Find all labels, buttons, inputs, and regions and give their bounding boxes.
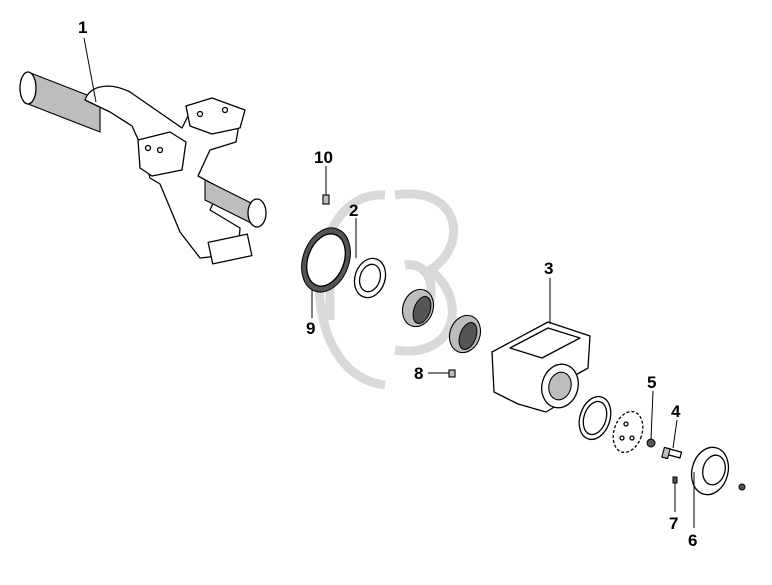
gear-pair: [401, 288, 482, 354]
part-10-grease-nipple: [322, 194, 330, 205]
leader-lines: [83, 37, 695, 528]
part-8-plug: [448, 369, 456, 378]
part-9-seal-ring: [301, 227, 351, 293]
part-6-end-cap: [690, 446, 746, 496]
callout-7: 7: [669, 514, 678, 533]
gasket-ring: [578, 395, 612, 441]
part-1-axle-bracket: [19, 71, 267, 265]
callout-1: 1: [78, 18, 87, 37]
callout-3: 3: [544, 259, 553, 278]
part-3-housing: [491, 321, 591, 413]
callout-5: 5: [647, 373, 656, 392]
callout-labels: 1 2 3 4 5 6 7 8 9 10: [78, 18, 697, 550]
leader-5: [650, 390, 654, 440]
leader-4: [672, 419, 678, 449]
part-2-retaining-ring: [353, 257, 387, 299]
callout-8: 8: [414, 364, 423, 383]
callout-4: 4: [671, 402, 681, 421]
callout-6: 6: [688, 531, 697, 550]
callout-2: 2: [349, 201, 358, 220]
part-7-pin: [672, 476, 678, 484]
callout-10: 10: [314, 148, 333, 167]
part-5-nut: [646, 438, 656, 448]
callout-9: 9: [306, 319, 315, 338]
watermark-logo: [314, 189, 458, 390]
part-4-bolt: [661, 446, 683, 460]
leader-1: [83, 37, 97, 103]
cover-disc: [612, 410, 644, 454]
